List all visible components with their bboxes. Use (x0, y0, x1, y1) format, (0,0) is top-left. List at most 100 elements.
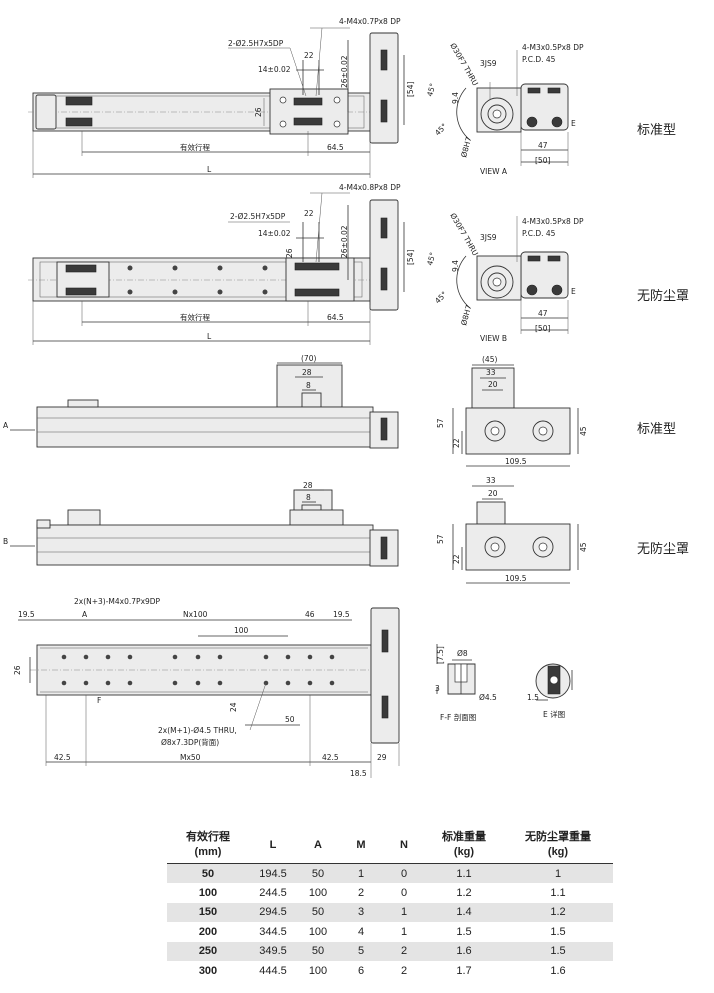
arrow-A: A (3, 421, 9, 430)
dim-33-2: 33 (486, 476, 496, 485)
table-cell: 344.5 (259, 925, 287, 938)
section-ff: [7.5] 3 Ø8 Ø4.5 F-F 剖面图 (435, 644, 497, 722)
table-header-cell: L (249, 827, 297, 864)
dim-24: 24 (229, 702, 238, 712)
table-cell: 1 (339, 863, 383, 884)
callout-pin-hole-2: 2-Ø2.5H7x5DP (230, 212, 286, 221)
table-cell: 0 (400, 887, 408, 900)
end-view-standard: (45) 33 20 57 22 45 109.5 (436, 355, 588, 467)
dim-54-2: [54] (406, 250, 415, 265)
dim-22-side-2: 22 (452, 554, 461, 564)
callout-shaft-2: Ø8H7 (459, 304, 473, 327)
table-cell: 1.5 (456, 925, 472, 938)
table-cell: 1.4 (425, 902, 503, 923)
dim-46: 46 (305, 610, 315, 619)
table-cell: 0 (383, 863, 425, 884)
table-cell: 250 (167, 941, 249, 961)
table-cell: 244.5 (259, 887, 287, 900)
callout-counterbore: Ø8x7.3DP(背面) (161, 737, 219, 747)
dim-19-5-left: 19.5 (18, 610, 35, 619)
callout-spigot-2: Ø30F7 THRU (448, 212, 480, 258)
dim-8-2: 8 (306, 493, 311, 502)
label-effective-stroke: 有效行程 (180, 142, 210, 152)
table-cell: 1.5 (550, 925, 566, 938)
arrow-B: B (3, 537, 8, 546)
dim-7-5: [7.5] (436, 646, 445, 664)
dim-100: 100 (234, 626, 249, 635)
dim-8: 8 (306, 381, 311, 390)
table-header-cell: 无防尘罩重量(kg) (503, 827, 613, 864)
label-effective-stroke-2: 有效行程 (180, 312, 210, 322)
dim-22: 22 (304, 51, 314, 60)
dim-E-2: E (571, 287, 576, 296)
detail-e-label: E 详图 (543, 709, 565, 719)
table-cell: 2 (400, 964, 408, 977)
table-header-cell: M (339, 827, 383, 864)
angle-45-upper: 45° (425, 82, 437, 97)
table-cell: 349.5 (249, 941, 297, 961)
view-a-label: VIEW A (480, 167, 508, 176)
dim-47-2: 47 (538, 309, 548, 318)
view-a: 4-M3x0.5Px8 DP P.C.D. 45 3JS9 Ø30F7 THRU… (425, 42, 584, 177)
table-cell: 50 (297, 941, 339, 961)
angle-45-lower-2: 45° (433, 289, 449, 305)
label-dust-free-2: 无防尘罩 (637, 541, 689, 557)
dim-45-side: 45 (579, 426, 588, 436)
dim-57-2: 57 (436, 534, 445, 544)
dim-F-bottom: F (97, 696, 101, 705)
callout-spigot: Ø30F7 THRU (448, 42, 480, 88)
table-cell: 100 (308, 925, 328, 938)
callout-top-tap: 4-M4x0.7Px8 DP (339, 17, 401, 26)
label-standard-1: 标准型 (637, 123, 676, 138)
dim-28-2: 28 (303, 481, 313, 490)
table-cell: 6 (357, 964, 365, 977)
table-cell: 1 (383, 902, 425, 923)
bottom-view: 2x(N+3)-M4x0.7Px9DP Nx100 19.5 A 46 19.5… (13, 597, 400, 778)
dim-64-5-2: 64.5 (327, 313, 344, 322)
table-header-cell: 有效行程(mm) (167, 827, 249, 864)
dim-pitch-m: Mx50 (180, 753, 201, 762)
dim-9-4: 9.4 (451, 92, 460, 104)
callout-pcd-2: P.C.D. 45 (522, 229, 556, 238)
callout-keyway: 3JS9 (480, 59, 497, 68)
dim-33: 33 (486, 368, 496, 377)
dim-50-bottom: 50 (285, 715, 295, 724)
dim-26-bottom: 26 (13, 665, 22, 675)
angle-45-upper-2: 45° (425, 251, 437, 266)
detail-e: 47 1.5 E 详图 (527, 663, 573, 719)
dim-57: 57 (436, 418, 445, 428)
table-cell: 5 (339, 941, 383, 961)
table-cell: 50 (167, 863, 249, 884)
table-header-cell: A (297, 827, 339, 864)
table-cell: 1.6 (550, 964, 566, 977)
table-cell: 2 (357, 887, 365, 900)
table-cell: 194.5 (249, 863, 297, 884)
table-cell: 2 (383, 941, 425, 961)
table-cell: 1 (400, 925, 408, 938)
dim-42-5-right: 42.5 (322, 753, 339, 762)
table-cell: 100 (308, 887, 328, 900)
table-cell: 444.5 (259, 964, 287, 977)
dim-A-bottom: A (82, 610, 88, 619)
table-cell: 294.5 (249, 902, 297, 923)
angle-45-lower: 45° (433, 121, 449, 137)
table-cell: 100 (198, 887, 218, 900)
table-cell: 50 (297, 902, 339, 923)
dim-18-5: 18.5 (350, 769, 367, 778)
dim-64-5: 64.5 (327, 143, 344, 152)
callout-pin-hole: 2-Ø2.5H7x5DP (228, 39, 284, 48)
dim-3: 3 (435, 684, 440, 693)
callout-mid-tap: 4-M4x0.8Px8 DP (339, 183, 401, 192)
table-cell: 1.2 (503, 902, 613, 923)
dim-45-paren: (45) (482, 355, 497, 364)
table-cell: 50 (297, 863, 339, 884)
dim-d8: Ø8 (457, 649, 468, 658)
dim-26-tol: 26±0.02 (340, 55, 349, 88)
callout-motor-tap: 4-M3x0.5Px8 DP (522, 43, 584, 52)
technical-drawing: 4-M4x0.7Px8 DP 2-Ø2.5H7x5DP 22 14±0.02 2… (3, 17, 689, 778)
